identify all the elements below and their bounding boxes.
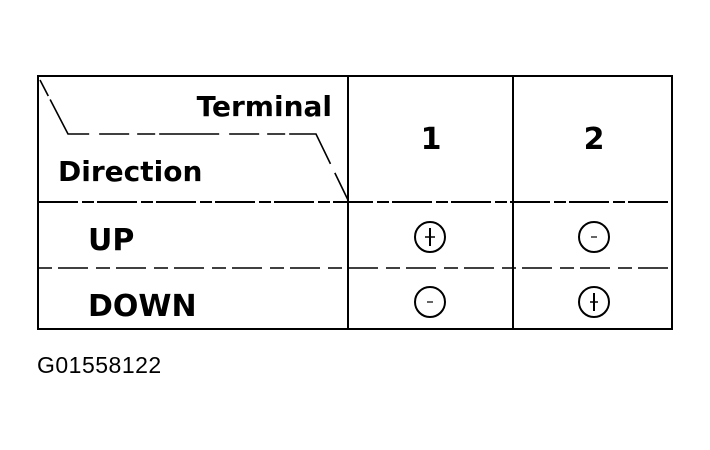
circled-minus-icon: [578, 221, 610, 253]
circled-plus-icon: [414, 221, 446, 253]
circled-minus-icon: [414, 286, 446, 318]
corner-label-terminal: Terminal: [197, 90, 332, 123]
corner-label-direction: Direction: [58, 155, 202, 188]
corner-diagonal: [39, 79, 349, 201]
figure-id: G01558122: [37, 352, 162, 378]
row-label-down: DOWN: [88, 289, 197, 324]
column-header-terminal-2: 2: [584, 122, 605, 157]
row-label-up: UP: [88, 223, 134, 258]
circled-plus-icon: [578, 286, 610, 318]
column-header-terminal-1: 1: [421, 122, 442, 157]
